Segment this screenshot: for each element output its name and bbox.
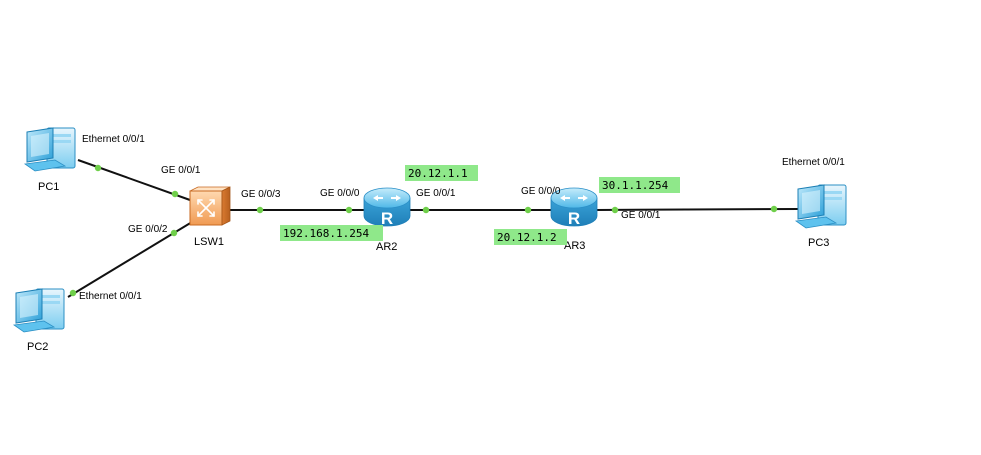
pc-icon [23, 127, 76, 172]
ar2-label: AR2 [376, 241, 397, 253]
port-label-pc2-eth: Ethernet 0/0/1 [79, 291, 142, 302]
port-label-pc3-eth: Ethernet 0/0/1 [782, 157, 845, 168]
port-dot-lsw1-ge001 [171, 190, 179, 198]
device-ar3[interactable]: R [550, 187, 598, 228]
port-dot-pc2 [69, 289, 77, 297]
pc2-label: PC2 [27, 341, 48, 353]
port-dot-lsw1-ge002 [170, 229, 178, 237]
svg-text:R: R [381, 209, 393, 228]
device-pc2[interactable] [12, 288, 65, 333]
device-pc1[interactable] [23, 127, 76, 172]
port-label-ar2-ge001: GE 0/0/1 [416, 188, 456, 199]
ip-tag-ar2-ge000: 192.168.1.254 [280, 225, 383, 241]
port-label-pc1-eth: Ethernet 0/0/1 [82, 134, 145, 145]
ip-text-ar3-ge000: 20.12.1.2 [497, 231, 557, 244]
port-dot-pc3 [770, 205, 778, 213]
port-dot-ar2-ge000 [345, 206, 353, 214]
port-dot-ar3-ge001 [611, 206, 619, 214]
pc1-label: PC1 [38, 181, 59, 193]
ip-tag-ar3-ge000: 20.12.1.2 [494, 229, 567, 245]
device-lsw1[interactable] [189, 186, 231, 226]
lsw1-label: LSW1 [194, 236, 224, 248]
port-dot-ar2-ge001 [422, 206, 430, 214]
ar3-label: AR3 [564, 240, 585, 252]
port-dot-lsw1-ge003 [256, 206, 264, 214]
router-icon: R [363, 187, 411, 228]
port-label-ar3-ge001: GE 0/0/1 [621, 210, 661, 221]
switch-icon [189, 186, 231, 226]
ip-text-ar3-ge001: 30.1.1.254 [602, 179, 669, 192]
port-labels: Ethernet 0/0/1 GE 0/0/1 GE 0/0/2 Etherne… [79, 134, 845, 302]
router-icon: R [550, 187, 598, 228]
port-dot-ar3-ge000 [524, 206, 532, 214]
ip-text-ar2-ge001: 20.12.1.1 [408, 167, 468, 180]
device-ar2[interactable]: R [363, 187, 411, 228]
ip-tag-ar3-ge001: 30.1.1.254 [599, 177, 680, 193]
port-dots [69, 164, 778, 297]
device-pc3[interactable] [794, 184, 847, 229]
pc3-label: PC3 [808, 237, 829, 249]
port-label-lsw1-ge003: GE 0/0/3 [241, 189, 281, 200]
svg-text:R: R [568, 209, 580, 228]
ip-text-ar2-ge000: 192.168.1.254 [283, 227, 369, 240]
port-label-lsw1-ge002: GE 0/0/2 [128, 224, 168, 235]
pc-icon [12, 288, 65, 333]
pc-icon [794, 184, 847, 229]
port-label-lsw1-ge001: GE 0/0/1 [161, 165, 201, 176]
ip-tag-ar2-ge001: 20.12.1.1 [405, 165, 478, 181]
port-label-ar3-ge000: GE 0/0/0 [521, 186, 561, 197]
port-dot-pc1 [94, 164, 102, 172]
link-ar3-pc3[interactable] [595, 208, 799, 211]
port-label-ar2-ge000: GE 0/0/0 [320, 188, 360, 199]
ip-tags: 192.168.1.254 20.12.1.1 20.12.1.2 30.1.1… [280, 165, 680, 245]
